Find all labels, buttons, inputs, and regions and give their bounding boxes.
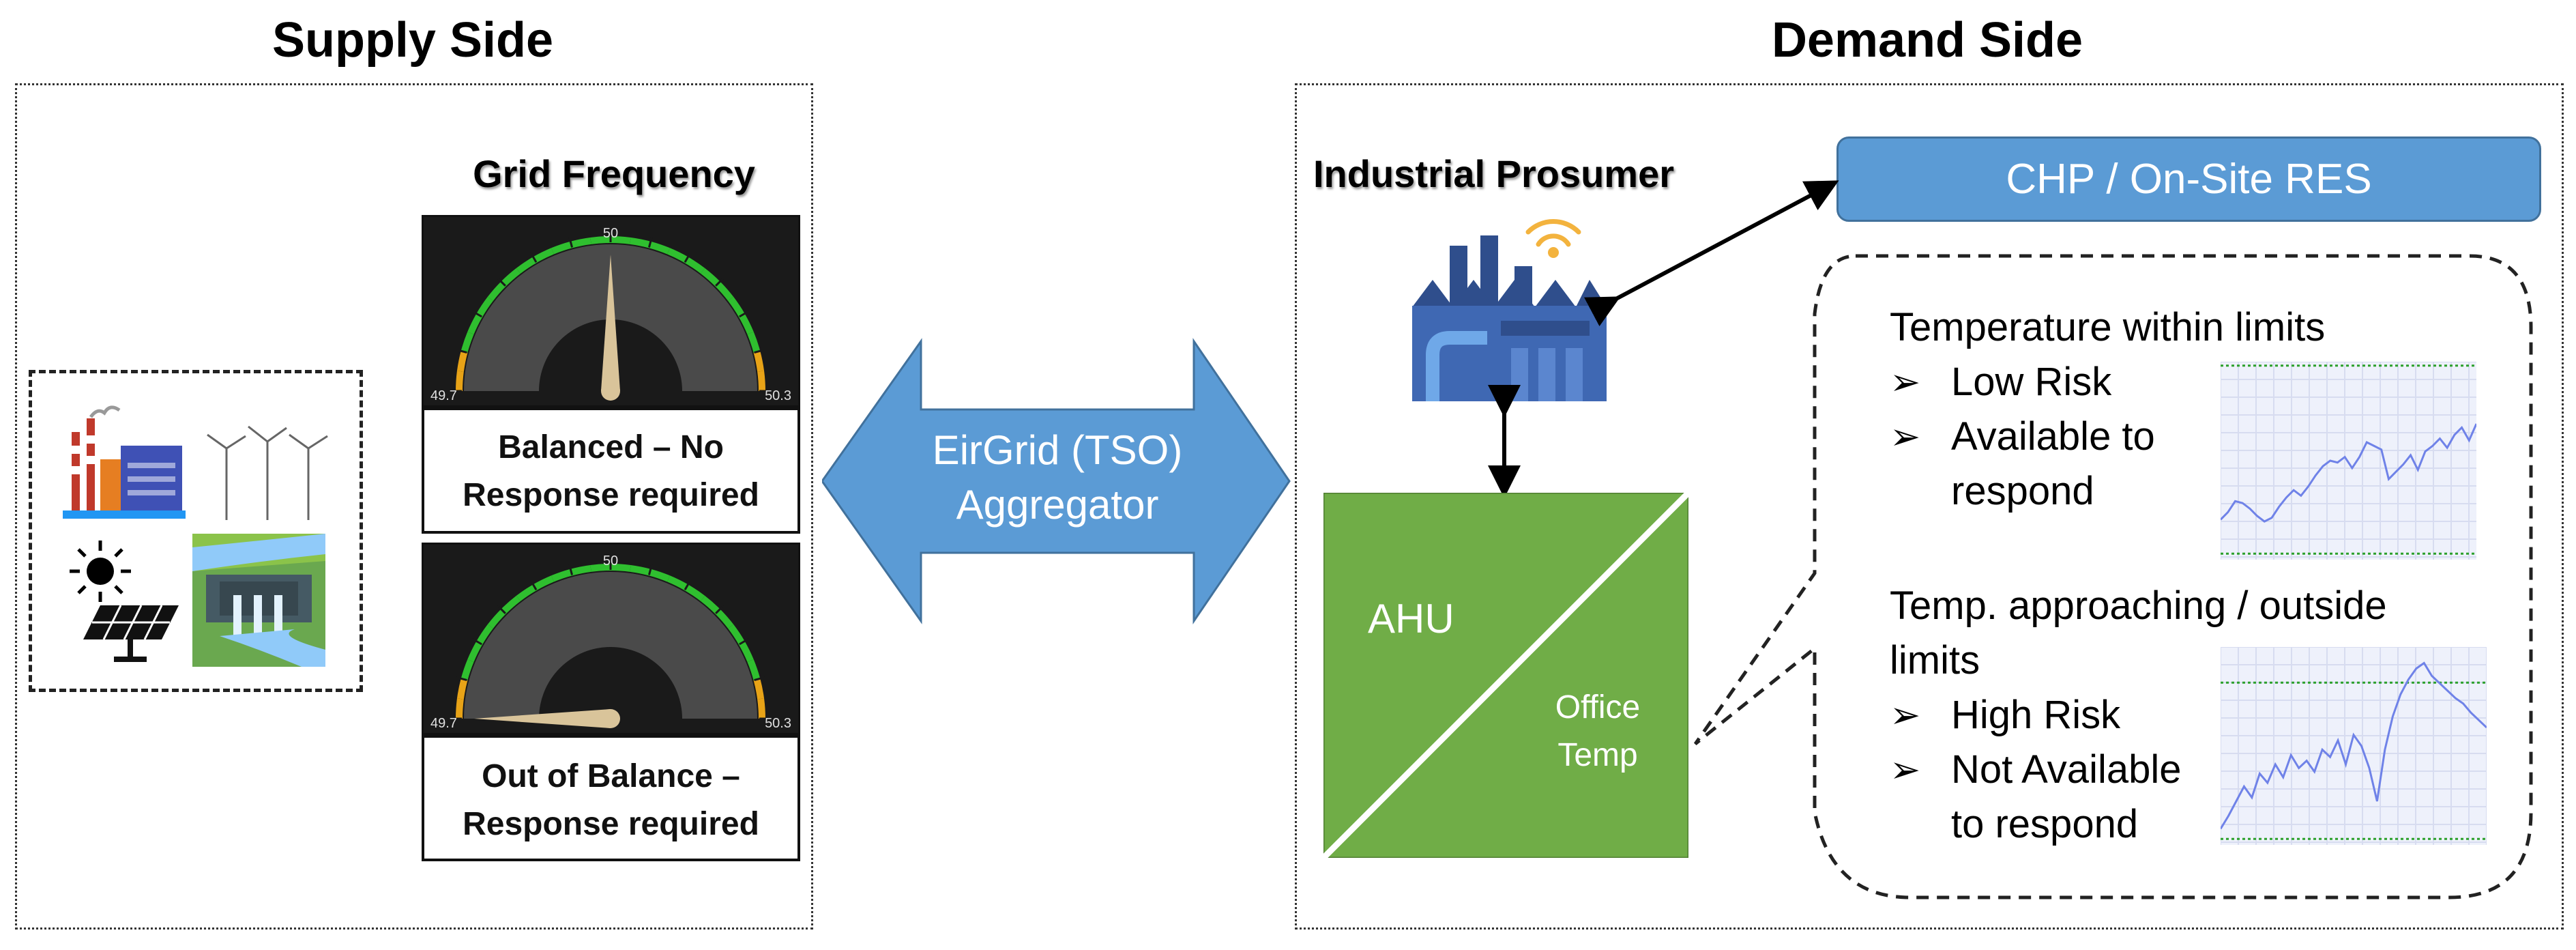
gauge-body [464,572,757,719]
wind-turbines-icon [207,425,328,520]
chp-onsite-res-box: CHP / On-Site RES [1836,136,2541,222]
gauge-needle-hub [601,382,620,401]
gauge-min-label: 49.7 [430,716,457,731]
supply-side-title: Supply Side [272,13,554,68]
aggregator-line1: EirGrid (TSO) [933,427,1183,473]
gauge-tick [647,236,654,248]
temperature-series-line [2221,423,2476,523]
aggregator-double-arrow: EirGrid (TSO) Aggregator [822,338,1291,624]
office-temp-line1: Office [1555,689,1641,725]
ahu-office-temp-box: AHU Office Temp [1323,493,1688,858]
gauge-status-balanced: Balanced – No Response required [422,407,800,534]
bullet-text: Not Available [1951,747,2182,792]
generation-icons-panel [29,370,363,692]
gauge-dial: 50 49.7 50.3 [430,226,791,403]
aggregator-line2: Aggregator [956,482,1159,528]
factory-icon [1412,219,1607,401]
bullet-arrow-icon: ➢ [1890,749,1921,790]
gauge-tick [529,579,538,590]
bullet-text: Available to [1951,414,2155,459]
bullet-text-cont: to respond [1951,802,2139,846]
temperature-risk-chart [2221,647,2487,845]
gauge-status-line1: Balanced – No [498,429,724,465]
gauge-tick [456,676,467,682]
power-plant-icon [63,405,186,519]
gauge-status-line1: Out of Balance – [482,758,740,794]
gauge-tick [471,637,482,646]
double-arrow-shape [822,338,1291,624]
frequency-gauge-unbalanced: 50 49.7 50.3 [422,543,800,735]
gauge-needle-hub [601,709,620,728]
office-temp-line2: Temp [1557,737,1637,773]
risk-section: Temp. approaching / outside limits ➢ Hig… [1890,579,2387,852]
ok-bullet-available: ➢ Available to respond [1890,409,2326,519]
frequency-gauge-balanced: 50 49.7 50.3 [422,215,800,407]
bullet-text: Low Risk [1951,360,2112,404]
bullet-arrow-icon: ➢ [1890,416,1921,457]
gauge-status-line2: Response required [463,477,759,513]
gauge-tick [456,348,467,354]
bullet-text-cont: respond [1951,469,2094,513]
gauge-needle [474,709,611,728]
supply-side-panel [15,83,813,930]
gauge-tick [684,252,692,263]
bullet-arrow-icon: ➢ [1890,362,1921,403]
risk-heading-line1: Temp. approaching / outside [1890,584,2387,628]
ahu-label: AHU [1368,596,1454,642]
demand-side-title: Demand Side [1771,13,2083,68]
gauge-status-unbalanced: Out of Balance – Response required [422,735,800,861]
gauge-max-label: 50.3 [765,716,791,731]
gauge-tick [739,310,750,318]
prosumer-chp-arrow [1583,180,1839,327]
solar-panel-icon [83,605,179,662]
gauge-tick [754,676,765,682]
gauge-tick [471,310,482,318]
bullet-text: High Risk [1951,693,2121,737]
gauge-max-label: 50.3 [765,388,791,403]
gauge-needle [601,255,620,391]
gauge-min-label: 49.7 [430,388,457,403]
gauge-status-line2: Response required [463,806,759,842]
ok-bullet-low-risk: ➢ Low Risk [1890,355,2326,409]
gauge-center-label: 50 [603,226,618,241]
gauge-tick [568,564,574,575]
bullet-arrow-icon: ➢ [1890,695,1921,736]
risk-bullet-high-risk: ➢ High Risk [1890,688,2326,743]
chp-label: CHP / On-Site RES [2006,156,2372,203]
chart-background [2221,647,2487,845]
gauge-tick [754,348,765,354]
risk-heading-line2: limits [1890,638,1980,682]
gauge-tick [715,605,724,614]
gauge-tick [529,252,538,263]
gauge-tick [684,579,692,590]
gauge-tick [739,637,750,646]
gauge-tick [647,564,654,575]
gauge-center-label: 50 [603,553,618,568]
demand-side-panel [1295,83,2564,930]
gauge-dial: 50 49.7 50.3 [430,553,791,731]
ok-section: Temperature within limits ➢ Low Risk ➢ A… [1890,300,2326,519]
ok-heading: Temperature within limits [1890,305,2326,349]
gauge-tick [568,236,574,248]
grid-frequency-title: Grid Frequency [473,152,755,195]
sun-icon [70,541,131,602]
risk-bullet-not-available: ➢ Not Available to respond [1890,743,2326,852]
temperature-ok-chart [2221,362,2476,560]
temperature-series-line [2221,661,2487,830]
gauge-tick [715,277,724,287]
gauge-tick [497,605,506,614]
gauge-tick [497,277,506,287]
hydro-dam-icon [192,534,325,667]
